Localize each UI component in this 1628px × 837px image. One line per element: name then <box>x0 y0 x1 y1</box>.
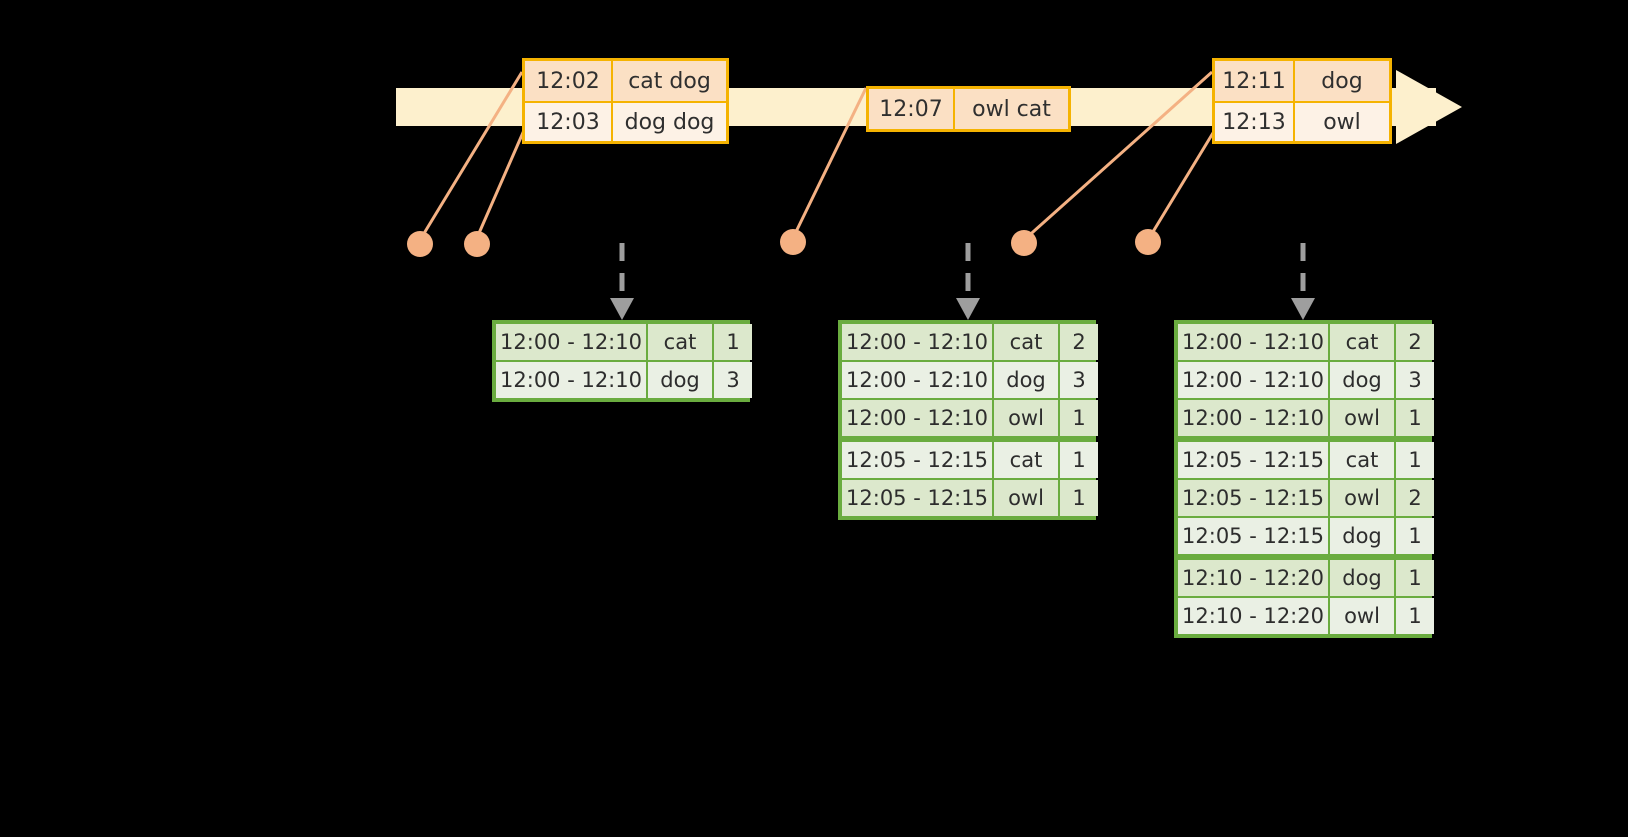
cell-count: 3 <box>1396 362 1434 398</box>
cell-word: dog <box>648 362 712 398</box>
event-time: 12:13 <box>1215 103 1295 141</box>
cell-word: cat <box>994 324 1058 360</box>
event-words: dog dog <box>624 109 715 135</box>
cell-word: cat <box>648 324 712 360</box>
event-row[interactable]: 12:02 cat dog <box>525 61 726 101</box>
event-time: 12:03 <box>525 103 613 141</box>
connector-5 <box>1146 127 1218 241</box>
cell-window: 12:05 - 12:15 <box>842 442 992 478</box>
emit-arrow-3 <box>1291 243 1315 320</box>
cell-window: 12:05 - 12:15 <box>1178 518 1328 554</box>
cell-word: cat <box>1330 324 1394 360</box>
emit-arrows <box>610 243 1315 320</box>
dot-5 <box>1135 229 1161 255</box>
cell-word: cat <box>994 442 1058 478</box>
cell-count: 1 <box>1396 518 1434 554</box>
event-time: 12:11 <box>1215 61 1295 101</box>
cell-word: dog <box>994 362 1058 398</box>
table-group-separator <box>1177 555 1429 559</box>
cell-count: 1 <box>1060 442 1098 478</box>
table-group-separator <box>1177 437 1429 441</box>
cell-word: owl <box>1330 598 1394 634</box>
cell-word: dog <box>1330 518 1394 554</box>
connector-3 <box>790 87 868 241</box>
event-row[interactable]: 12:03 dog dog <box>525 101 726 141</box>
cell-count: 2 <box>1060 324 1098 360</box>
cell-window: 12:00 - 12:10 <box>1178 400 1328 436</box>
cell-window: 12:10 - 12:20 <box>1178 598 1328 634</box>
dot-1 <box>407 231 433 257</box>
cell-word: owl <box>1330 480 1394 516</box>
event-words: owl <box>1323 109 1361 135</box>
cell-count: 3 <box>1060 362 1098 398</box>
event-time: 12:02 <box>525 61 613 101</box>
emit-arrow-1 <box>610 243 634 320</box>
cell-window: 12:00 - 12:10 <box>1178 324 1328 360</box>
cell-count: 2 <box>1396 480 1434 516</box>
cell-count: 1 <box>714 324 752 360</box>
cell-count: 1 <box>1060 400 1098 436</box>
cell-window: 12:05 - 12:15 <box>842 480 992 516</box>
event-row[interactable]: 12:07 owl cat <box>869 89 1068 129</box>
event-group-1[interactable]: 12:02 cat dog 12:03 dog dog <box>522 58 729 144</box>
cell-window: 12:00 - 12:10 <box>1178 362 1328 398</box>
cell-window: 12:00 - 12:10 <box>842 400 992 436</box>
cell-count: 1 <box>1396 560 1434 596</box>
cell-word: cat <box>1330 442 1394 478</box>
event-time: 12:07 <box>869 89 955 129</box>
cell-count: 1 <box>1396 598 1434 634</box>
table-group-separator <box>841 437 1093 441</box>
cell-window: 12:00 - 12:10 <box>842 362 992 398</box>
cell-window: 12:10 - 12:20 <box>1178 560 1328 596</box>
cell-word: owl <box>1330 400 1394 436</box>
cell-window: 12:00 - 12:10 <box>496 362 646 398</box>
dot-2 <box>464 231 490 257</box>
connector-1 <box>418 71 524 241</box>
dot-3 <box>780 229 806 255</box>
cell-count: 1 <box>1396 400 1434 436</box>
event-row[interactable]: 12:13 owl <box>1215 101 1389 141</box>
event-dots <box>407 229 1161 257</box>
cell-window: 12:05 - 12:15 <box>1178 442 1328 478</box>
cell-word: dog <box>1330 362 1394 398</box>
cell-count: 2 <box>1396 324 1434 360</box>
event-group-3[interactable]: 12:11 dog 12:13 owl <box>1212 58 1392 144</box>
cell-count: 1 <box>1396 442 1434 478</box>
event-row[interactable]: 12:11 dog <box>1215 61 1389 101</box>
cell-word: owl <box>994 480 1058 516</box>
cell-word: owl <box>994 400 1058 436</box>
cell-window: 12:05 - 12:15 <box>1178 480 1328 516</box>
event-words: cat dog <box>628 68 711 94</box>
cell-count: 1 <box>1060 480 1098 516</box>
connector-2 <box>474 127 527 241</box>
event-words: owl cat <box>972 96 1051 122</box>
event-group-2[interactable]: 12:07 owl cat <box>866 86 1071 132</box>
dot-4 <box>1011 230 1037 256</box>
cell-window: 12:00 - 12:10 <box>496 324 646 360</box>
emit-arrow-2 <box>956 243 980 320</box>
cell-count: 3 <box>714 362 752 398</box>
cell-window: 12:00 - 12:10 <box>842 324 992 360</box>
event-words: dog <box>1321 68 1363 94</box>
cell-word: dog <box>1330 560 1394 596</box>
